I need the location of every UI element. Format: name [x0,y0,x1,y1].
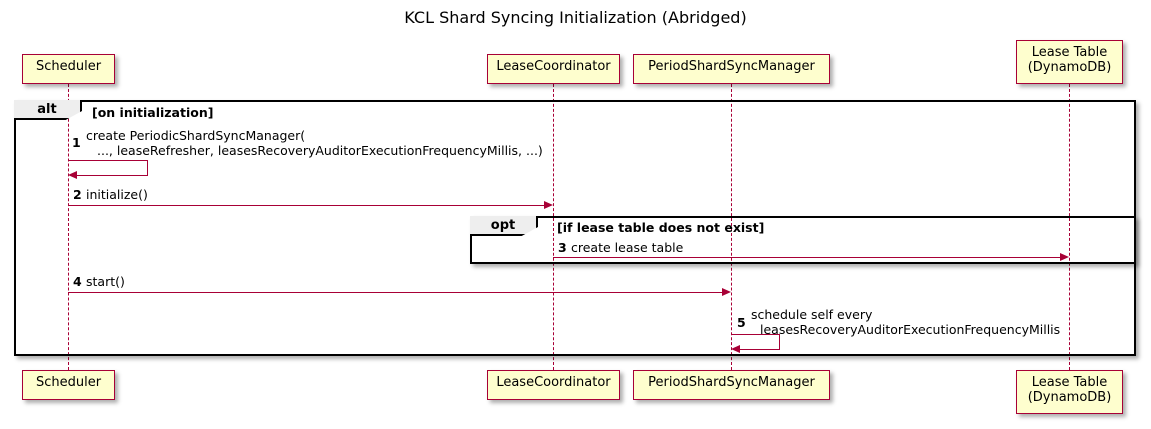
message-2-number: 2 [73,187,82,202]
fragment-opt-lease-table-missing [470,216,1136,264]
message-4-number: 4 [73,274,82,289]
message-1-arrow-head [68,170,77,179]
message-5-text-line-2: leasesRecoveryAuditorExecutionFrequencyM… [760,322,1061,337]
participant-period-shard-sync-manager-bottom[interactable]: PeriodShardSyncManager [633,370,830,400]
participant-lease-coordinator-label-bottom: LeaseCoordinator [496,375,611,390]
participant-lease-coordinator-top[interactable]: LeaseCoordinator [487,54,620,84]
lifeline-lease-coordinator [553,84,554,370]
fragment-alt-operator-tab: alt [14,100,82,120]
participant-lease-table-bottom[interactable]: Lease Table (DynamoDB) [1016,370,1123,414]
message-3-arrow-head [1060,252,1069,261]
message-4-text: start() [86,274,125,289]
message-5-number: 5 [737,315,746,330]
message-2-line [68,205,544,206]
participant-scheduler-top[interactable]: Scheduler [22,54,115,84]
message-2-arrow-head [544,200,553,209]
participant-lease-coordinator-label: LeaseCoordinator [496,59,611,74]
lifeline-scheduler [68,84,69,370]
message-5-self-loop-top [731,334,780,335]
fragment-opt-operator-tab: opt [470,216,538,236]
message-4-line [68,292,722,293]
participant-lease-coordinator-bottom[interactable]: LeaseCoordinator [487,370,620,400]
message-5-self-loop-right [779,334,780,349]
participant-lease-table-top[interactable]: Lease Table (DynamoDB) [1016,40,1123,84]
lifeline-lease-table [1069,84,1070,370]
fragment-alt-guard: [on initialization] [92,105,214,120]
participant-lease-table-label-line-2: (DynamoDB) [1027,60,1112,75]
participant-scheduler-label-bottom: Scheduler [35,375,102,390]
message-1-text-line-2: ..., leaseRefresher, leasesRecoveryAudit… [97,143,543,158]
participant-lease-table-label-bottom-line-2: (DynamoDB) [1027,390,1112,405]
message-5-arrow-head [731,344,740,353]
message-1-self-loop-bottom [77,175,148,176]
message-2-text: initialize() [86,187,148,202]
message-5-text-line-1: schedule self every [751,307,873,322]
participant-lease-table-label-bottom-line-1: Lease Table [1031,375,1108,390]
message-3-line [553,257,1060,258]
participant-scheduler-bottom[interactable]: Scheduler [22,370,115,400]
message-5-self-loop-bottom [740,349,780,350]
participant-scheduler-label: Scheduler [35,59,102,74]
message-1-self-loop-top [68,160,148,161]
participant-period-shard-sync-manager-label: PeriodShardSyncManager [648,59,815,74]
participant-period-shard-sync-manager-top[interactable]: PeriodShardSyncManager [633,54,830,84]
message-3-number: 3 [558,240,567,255]
message-1-text-line-1: create PeriodicShardSyncManager( [86,128,306,143]
message-1-number: 1 [72,135,81,150]
participant-lease-table-label-line-1: Lease Table [1031,45,1108,60]
lifeline-period-shard-sync-manager [731,84,732,370]
diagram-title: KCL Shard Syncing Initialization (Abridg… [404,8,747,27]
message-3-text: create lease table [571,240,684,255]
message-1-self-loop-right [147,160,148,175]
participant-period-shard-sync-manager-label-bottom: PeriodShardSyncManager [648,375,815,390]
message-4-arrow-head [722,287,731,296]
fragment-opt-guard: [if lease table does not exist] [557,220,765,235]
